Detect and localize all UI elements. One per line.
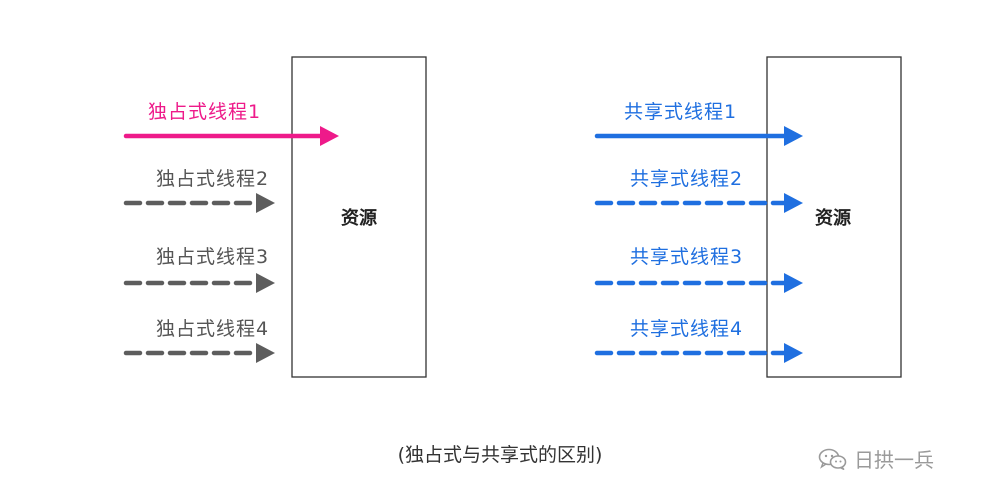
left-resource-label: 资源 <box>341 208 377 229</box>
left-resource-box <box>291 56 427 378</box>
right-arrow-2 <box>594 193 803 213</box>
right-resource-box <box>766 56 902 378</box>
right-resource-label: 资源 <box>815 208 851 229</box>
left-arrow-3 <box>123 273 275 293</box>
right-arrow-4 <box>594 343 803 363</box>
left-arrow-4 <box>123 343 275 363</box>
left-thread-label-2: 独占式线程2 <box>156 168 270 190</box>
right-thread-label-2: 共享式线程2 <box>630 168 744 190</box>
diagram-caption: (独占式与共享式的区别) <box>397 444 603 466</box>
wechat-icon <box>818 448 848 470</box>
right-thread-label-1: 共享式线程1 <box>624 101 738 123</box>
left-arrow-1 <box>123 126 339 146</box>
right-thread-label-4: 共享式线程4 <box>630 318 744 340</box>
left-thread-label-1: 独占式线程1 <box>148 101 262 123</box>
left-arrow-2 <box>123 193 275 213</box>
right-arrow-3 <box>594 273 803 293</box>
left-thread-label-4: 独占式线程4 <box>156 318 270 340</box>
right-thread-label-3: 共享式线程3 <box>630 246 744 268</box>
left-thread-label-3: 独占式线程3 <box>156 246 270 268</box>
watermark: 日拱一兵 <box>818 444 934 473</box>
right-arrow-1 <box>594 126 803 146</box>
watermark-text: 日拱一兵 <box>854 448 934 472</box>
